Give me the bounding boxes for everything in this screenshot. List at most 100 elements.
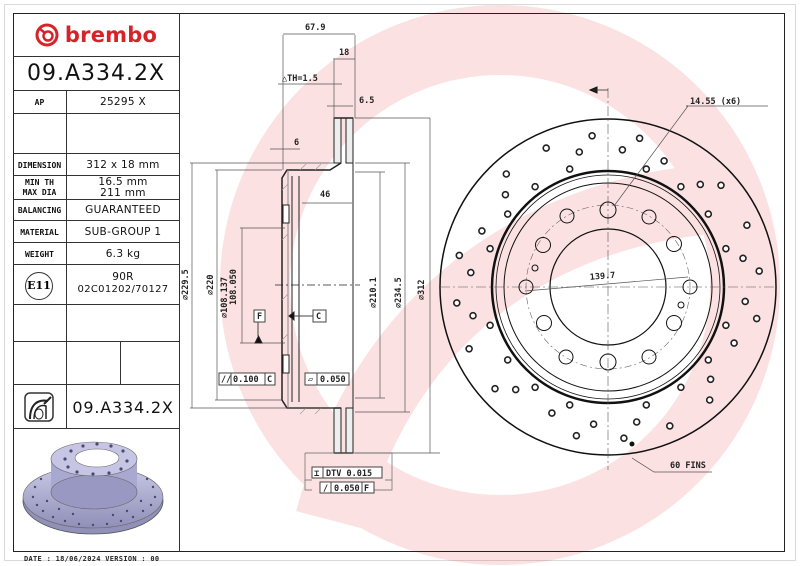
drill-hole: [722, 321, 730, 330]
drill-hole: [722, 244, 730, 253]
row-dimension: DIMENSION 312 x 18 mm: [13, 154, 179, 176]
drill-hole: [730, 339, 738, 347]
approval-number: 02C01202/70127: [77, 284, 169, 295]
ap-label: AP: [34, 98, 45, 107]
drill-hole: [511, 385, 520, 394]
drill-hole: [632, 418, 641, 426]
balancing-label: BALANCING: [17, 206, 62, 215]
dim-delta-th: △TH=1.5: [282, 74, 318, 84]
part-code-secondary: 09.A334.2X: [72, 398, 174, 417]
drill-hole: [486, 244, 494, 253]
datum-c-label: C: [316, 312, 321, 322]
brake-disc-3d-render: [22, 441, 164, 535]
drill-hole: [455, 251, 464, 260]
sheet-outer-border: [4, 4, 796, 561]
brembo-watermark-icon: [220, 5, 780, 565]
drill-hole: [575, 148, 584, 156]
brand-name: brembo: [64, 23, 158, 47]
parallelism-icon: //: [221, 375, 231, 385]
drill-hole: [469, 311, 477, 320]
drill-hole: [478, 227, 486, 235]
drill-hole: [618, 146, 627, 154]
drill-hole: [589, 420, 598, 429]
dim-108-050: 108.050: [229, 269, 239, 305]
runout-ref: F: [364, 484, 369, 494]
title-block: brembo 09.A334.2X AP 25295 X DIMENSION 3…: [13, 13, 180, 552]
row-disc-type: 09.A334.2X: [13, 385, 179, 429]
drill-hole: [635, 134, 644, 143]
parallelism-value: 0.100: [233, 375, 259, 385]
part-code-cell: 09.A334.2X: [13, 57, 179, 91]
dim-46: 46: [320, 190, 330, 200]
dtv-icon: ⌶: [314, 469, 319, 479]
pcd-label: 139.7: [589, 271, 615, 283]
drill-hole: [743, 221, 751, 229]
section-view: [190, 33, 440, 494]
drill-hole: [531, 383, 539, 392]
drill-hole: [503, 210, 512, 218]
bolt-hole-label: 14.55 (x6): [690, 97, 741, 107]
max-dia-label: MAX DIA: [22, 188, 57, 197]
drill-hole: [660, 157, 668, 165]
dim-6-5: 6.5: [359, 96, 374, 106]
row-balancing: BALANCING GUARANTEED: [13, 200, 179, 221]
drill-hole: [741, 297, 750, 306]
brand-logo: brembo: [13, 13, 179, 57]
drill-hole: [677, 182, 685, 191]
flatness-value: 0.050: [320, 375, 346, 385]
brembo-logo-icon: [35, 23, 59, 47]
front-view-disc: [439, 86, 777, 473]
weight-value: 6.3 kg: [105, 248, 141, 260]
dtv-label: DTV 0.015: [326, 469, 372, 479]
dimension-value: 312 x 18 mm: [86, 159, 160, 171]
drill-hole: [677, 383, 685, 392]
row-ap: AP 25295 X: [13, 91, 179, 114]
render-cell: [13, 429, 179, 552]
drill-hole: [642, 165, 651, 173]
dim-dia-234-5: ⌀234.5: [394, 277, 404, 308]
drill-hole: [491, 384, 499, 393]
balancing-value: GUARANTEED: [85, 204, 161, 216]
dimension-label: DIMENSION: [17, 161, 62, 170]
drill-hole: [704, 210, 713, 218]
drill-hole: [572, 431, 581, 440]
drill-hole: [501, 190, 510, 199]
drill-hole: [588, 132, 596, 140]
drill-hole: [465, 344, 473, 353]
drill-hole: [548, 409, 556, 417]
row-approval: E11 90R 02C01202/70127: [13, 265, 179, 305]
drill-hole: [739, 254, 747, 263]
dim-6: 6: [294, 138, 299, 148]
drill-hole: [452, 299, 461, 307]
drill-hole: [486, 321, 494, 330]
runout-icon: /: [323, 484, 328, 494]
row-min-th-max-dia: MIN TH MAX DIA 16.5 mm 211 mm: [13, 176, 179, 200]
drill-hole: [542, 144, 551, 152]
drill-hole: [706, 375, 715, 384]
min-th-value: 16.5 mm: [98, 176, 148, 188]
dim-dia-229-5: ⌀229.5: [181, 269, 191, 300]
fins-label: 60 FINS: [670, 461, 706, 471]
datum-f-label: F: [257, 312, 262, 322]
runout-value: 0.050: [334, 484, 360, 494]
row-blank: [13, 114, 179, 154]
drilled-holes: [452, 132, 764, 443]
row-material: MATERIAL SUB-GROUP 1: [13, 221, 179, 243]
footer-date-version: DATE : 18/06/2024 VERSION : 00: [24, 555, 160, 563]
logo-cell: brembo: [13, 13, 179, 57]
part-code: 09.A334.2X: [26, 61, 166, 86]
dim-67-9: 67.9: [305, 23, 325, 33]
weight-label: WEIGHT: [25, 250, 54, 259]
drill-hole: [717, 181, 725, 190]
parallelism-ref: C: [267, 375, 272, 385]
drill-hole: [665, 422, 674, 430]
row-empty-2: [13, 342, 179, 385]
drill-hole: [620, 434, 628, 443]
drill-hole: [466, 268, 475, 277]
drill-hole: [503, 356, 512, 364]
disc-type-icon: [24, 392, 54, 422]
drill-hole: [502, 170, 511, 178]
row-weight: WEIGHT 6.3 kg: [13, 243, 179, 265]
drill-hole: [565, 165, 574, 173]
